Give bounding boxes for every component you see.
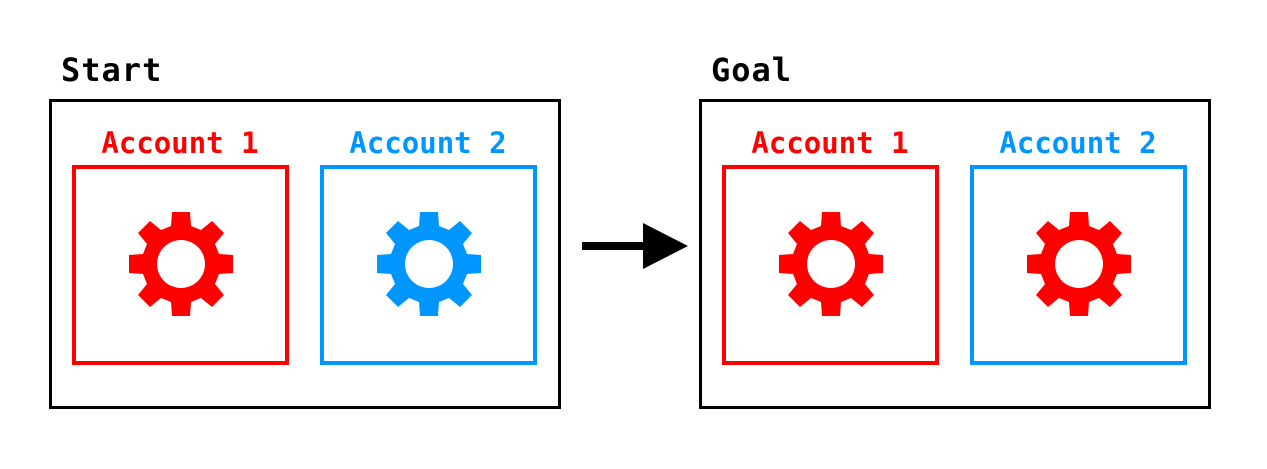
gear-icon xyxy=(1024,209,1134,319)
start-account-2-label: Account 2 xyxy=(349,126,507,160)
start-account-1-box[interactable] xyxy=(72,165,289,365)
goal-account-1-label: Account 1 xyxy=(751,126,909,160)
goal-frame xyxy=(699,99,1211,409)
start-frame xyxy=(49,99,561,409)
goal-account-1-box[interactable] xyxy=(722,165,939,365)
goal-account-2-box[interactable] xyxy=(970,165,1187,365)
gear-icon xyxy=(776,209,886,319)
goal-title: Goal xyxy=(711,51,793,89)
start-account-2-box[interactable] xyxy=(320,165,537,365)
arrow-right-icon xyxy=(582,223,688,269)
goal-account-2-label: Account 2 xyxy=(999,126,1157,160)
start-account-1-label: Account 1 xyxy=(101,126,259,160)
start-title: Start xyxy=(61,51,163,89)
gear-icon xyxy=(126,209,236,319)
gear-icon xyxy=(374,209,484,319)
